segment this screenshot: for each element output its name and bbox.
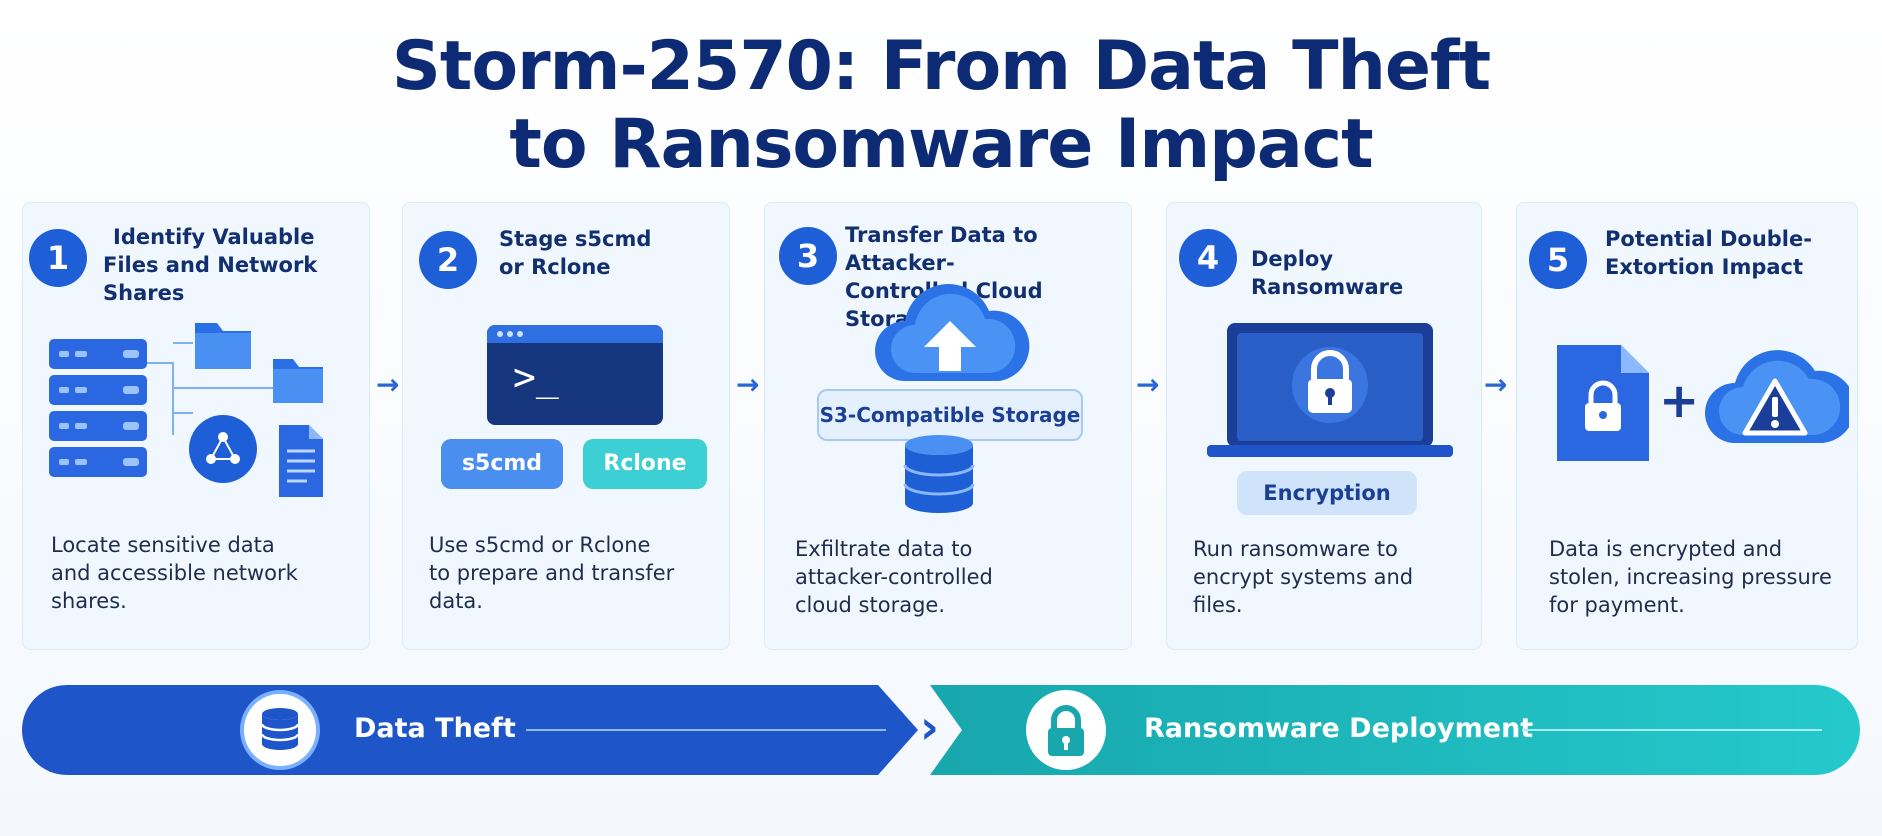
terminal-icon: >_ xyxy=(487,325,663,425)
folder-icon xyxy=(195,323,251,369)
title-line-1: Storm-2570: From Data Theft xyxy=(391,27,1491,106)
step-description-line: data. xyxy=(429,589,483,613)
step-description-line: to prepare and transfer xyxy=(429,561,675,585)
locked-document-icon xyxy=(1557,345,1649,461)
document-icon xyxy=(279,425,323,497)
step-number-badge: 2 xyxy=(419,231,477,289)
step-title-line: Extortion Impact xyxy=(1605,255,1804,279)
phase-label: Ransomware Deployment xyxy=(1144,713,1534,744)
step-title: Deploy Ransomware xyxy=(1251,245,1481,301)
lock-icon xyxy=(1026,690,1106,770)
terminal-prompt: >_ xyxy=(513,355,559,399)
cloud-warning-icon xyxy=(1705,350,1849,443)
title-line-2: to Ransomware Impact xyxy=(509,105,1373,184)
phase-label: Data Theft xyxy=(354,713,516,744)
step-description-line: Exfiltrate data to xyxy=(795,537,973,561)
phase-banner-data-theft: Data Theft xyxy=(22,685,918,775)
phase-banner-ransomware: Ransomware Deployment xyxy=(930,685,1860,775)
step-description: Data is encrypted and stolen, increasing… xyxy=(1549,535,1832,619)
step-description-line: Data is encrypted and xyxy=(1549,537,1783,561)
tool-pill-rclone: Rclone xyxy=(583,439,707,489)
flow-arrow: → xyxy=(736,368,760,401)
step-title-line: Identify Valuable xyxy=(113,225,315,249)
step-title: Potential Double- Extortion Impact xyxy=(1605,225,1855,281)
server-rack-icon xyxy=(49,339,147,477)
step-title-line: Deploy Ransomware xyxy=(1251,247,1404,299)
step-description-line: attacker-controlled xyxy=(795,565,993,589)
laptop-lock-icon xyxy=(1207,323,1453,457)
step-description-line: for payment. xyxy=(1549,593,1685,617)
cloud-upload-icon xyxy=(875,284,1030,381)
step-description-line: shares. xyxy=(51,589,127,613)
phase-separator-chevron: › xyxy=(920,700,939,754)
step-card-5: 5 Potential Double- Extortion Impact + D… xyxy=(1516,202,1858,650)
step-title-line: Stage s5cmd xyxy=(499,227,652,251)
flow-arrow: → xyxy=(1484,368,1508,401)
step-description-line: and accessible network xyxy=(51,561,298,585)
step-title-line: Files and Network Shares xyxy=(103,253,318,305)
encryption-label: Encryption xyxy=(1237,471,1417,515)
step-title: Stage s5cmd or Rclone xyxy=(499,225,727,281)
step-description: Use s5cmd or Rclone to prepare and trans… xyxy=(429,531,674,615)
database-icon xyxy=(903,435,975,513)
step-description-line: Run ransomware to xyxy=(1193,537,1398,561)
step-title-line: or Rclone xyxy=(499,255,611,279)
step-description-line: cloud storage. xyxy=(795,593,945,617)
network-node-icon xyxy=(189,415,257,483)
flow-arrow: → xyxy=(376,368,400,401)
step-illustration xyxy=(49,323,323,497)
step-title-line: Potential Double- xyxy=(1605,227,1812,251)
page-title: Storm-2570: From Data Theft to Ransomwar… xyxy=(0,28,1882,184)
storage-label: S3-Compatible Storage xyxy=(817,389,1083,441)
step-title-line: Transfer Data to Attacker- xyxy=(845,223,1038,275)
phase-divider-line xyxy=(1522,729,1822,731)
plus-sign: + xyxy=(1659,373,1700,429)
step-description-line: files. xyxy=(1193,593,1243,617)
step-card-4: 4 Deploy Ransomware Encryption Run ranso… xyxy=(1166,202,1482,650)
step-number-badge: 1 xyxy=(29,229,87,287)
step-description: Locate sensitive data and accessible net… xyxy=(51,531,298,615)
step-description-line: Locate sensitive data xyxy=(51,533,275,557)
step-description-line: encrypt systems and xyxy=(1193,565,1414,589)
step-description-line: stolen, increasing pressure xyxy=(1549,565,1832,589)
step-description-line: Use s5cmd or Rclone xyxy=(429,533,651,557)
step-description: Run ransomware to encrypt systems and fi… xyxy=(1193,535,1413,619)
step-card-1: 1 Identify Valuable Files and Network Sh… xyxy=(22,202,370,650)
step-title: Identify Valuable Files and Network Shar… xyxy=(103,223,371,307)
step-number-badge: 5 xyxy=(1529,231,1587,289)
flow-arrow: → xyxy=(1136,368,1160,401)
step-card-2: 2 Stage s5cmd or Rclone >_ s5cmd Rclone … xyxy=(402,202,730,650)
step-number-badge: 3 xyxy=(779,227,837,285)
folder-icon xyxy=(273,359,323,403)
step-card-3: 3 Transfer Data to Attacker- Controlled … xyxy=(764,202,1132,650)
step-number-badge: 4 xyxy=(1179,229,1237,287)
step-description: Exfiltrate data to attacker-controlled c… xyxy=(795,535,993,619)
phase-divider-line xyxy=(526,729,886,731)
database-icon xyxy=(240,690,320,770)
tool-pill-s5cmd: s5cmd xyxy=(441,439,563,489)
